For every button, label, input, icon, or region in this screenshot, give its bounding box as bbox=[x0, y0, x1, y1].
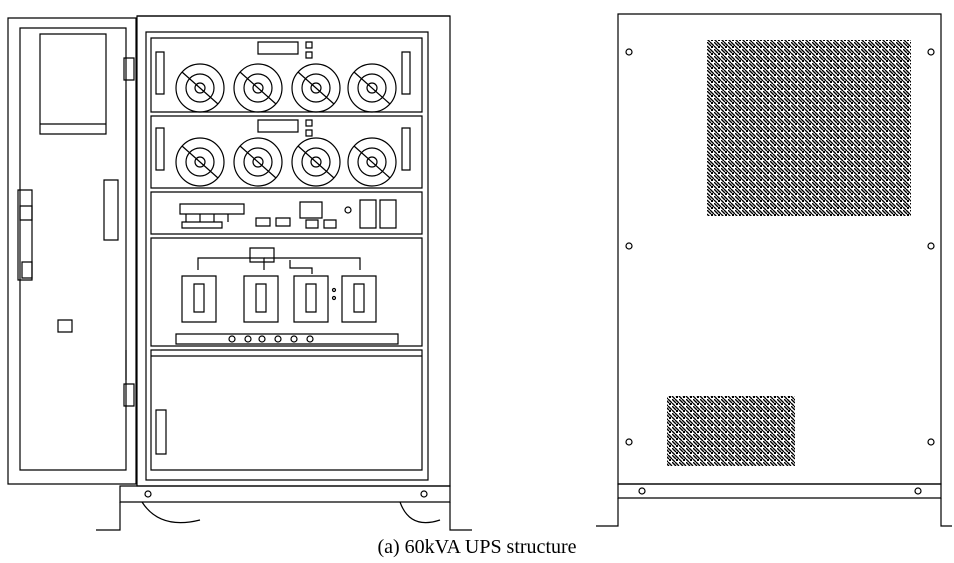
control-panel bbox=[151, 192, 422, 234]
door-handle bbox=[104, 180, 118, 240]
rear-view bbox=[596, 14, 952, 526]
hinge-top bbox=[124, 58, 134, 80]
lower-compartment bbox=[151, 350, 422, 470]
module-display bbox=[258, 120, 298, 132]
door-lock-bar bbox=[18, 190, 32, 280]
module-display bbox=[258, 42, 298, 54]
upper-vent-grille bbox=[707, 40, 911, 216]
breaker-panel bbox=[151, 238, 422, 346]
hinge-bottom bbox=[124, 384, 134, 406]
rear-base bbox=[596, 484, 952, 526]
lower-vent-grille bbox=[667, 396, 795, 466]
figure-caption: (a) 60kVA UPS structure bbox=[377, 536, 577, 558]
door-lock-icon bbox=[58, 320, 72, 332]
power-module-1 bbox=[151, 38, 422, 112]
terminal-block bbox=[176, 334, 398, 344]
breaker-2 bbox=[244, 276, 278, 322]
open-door bbox=[8, 18, 136, 484]
cabinet-body bbox=[137, 16, 450, 486]
front-view bbox=[8, 16, 472, 530]
front-base bbox=[96, 486, 472, 530]
breaker-4 bbox=[342, 276, 376, 322]
breaker-1 bbox=[182, 276, 216, 322]
breaker-3 bbox=[294, 276, 328, 322]
power-module-2 bbox=[151, 116, 422, 188]
